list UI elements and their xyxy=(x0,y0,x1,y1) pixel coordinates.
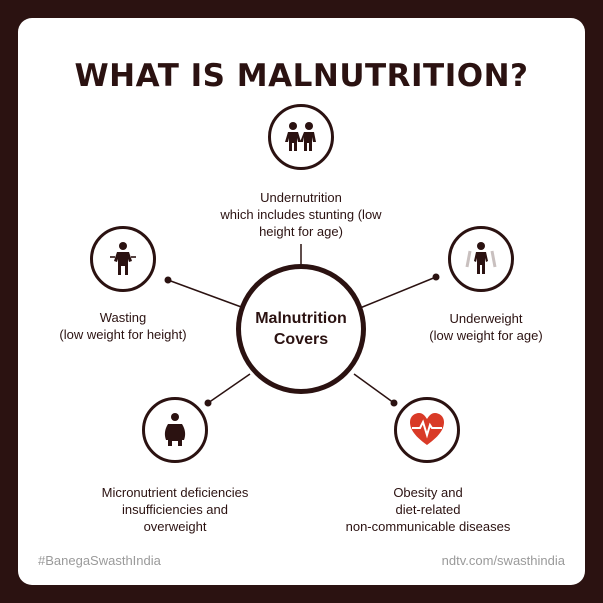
micronutrient-label: Micronutrient deficiencies insufficienci… xyxy=(101,485,249,534)
undernutrition-icon-circle xyxy=(268,104,334,170)
children-icon xyxy=(285,122,316,151)
page-title: WHAT IS MALNUTRITION? xyxy=(74,58,529,94)
obesity-icon-circle xyxy=(394,397,460,463)
connector-bottom-right xyxy=(353,373,395,404)
wasting-label: Wasting (low weight for height) xyxy=(59,310,187,342)
connector-dot-bottom-left xyxy=(204,399,212,407)
obesity-label: Obesity and diet-related non-communicabl… xyxy=(345,485,511,534)
undernutrition-label: Undernutrition which includes stunting (… xyxy=(220,190,382,239)
wasting-icon-circle xyxy=(90,226,156,292)
heartbeat-icon xyxy=(410,413,444,445)
source-url: ndtv.com/swasthindia xyxy=(441,553,565,568)
hashtag-text: #BanegaSwasthIndia xyxy=(38,553,161,568)
connector-bottom-left xyxy=(207,373,251,404)
hub-line-2: Covers xyxy=(273,331,329,348)
hub-circle: Malnutrition Covers xyxy=(236,264,366,394)
connector-left xyxy=(167,279,245,309)
underweight-icon-circle xyxy=(448,226,514,292)
underweight-figure-icon xyxy=(465,242,497,274)
connector-lines xyxy=(164,244,440,407)
connector-dot-right xyxy=(432,273,440,281)
infographic-card: WHAT IS MALNUTRITION? Malnutrition Cover… xyxy=(18,18,585,585)
micronutrient-icon-circle xyxy=(142,397,208,463)
connector-dot-left xyxy=(164,276,172,284)
underweight-label: Underweight (low weight for age) xyxy=(429,311,543,343)
hub-line-1: Malnutrition xyxy=(255,310,347,327)
wasting-figure-icon xyxy=(110,242,136,275)
connector-right xyxy=(359,276,437,309)
overweight-figure-icon xyxy=(164,413,186,446)
connector-dot-bottom-right xyxy=(390,399,398,407)
